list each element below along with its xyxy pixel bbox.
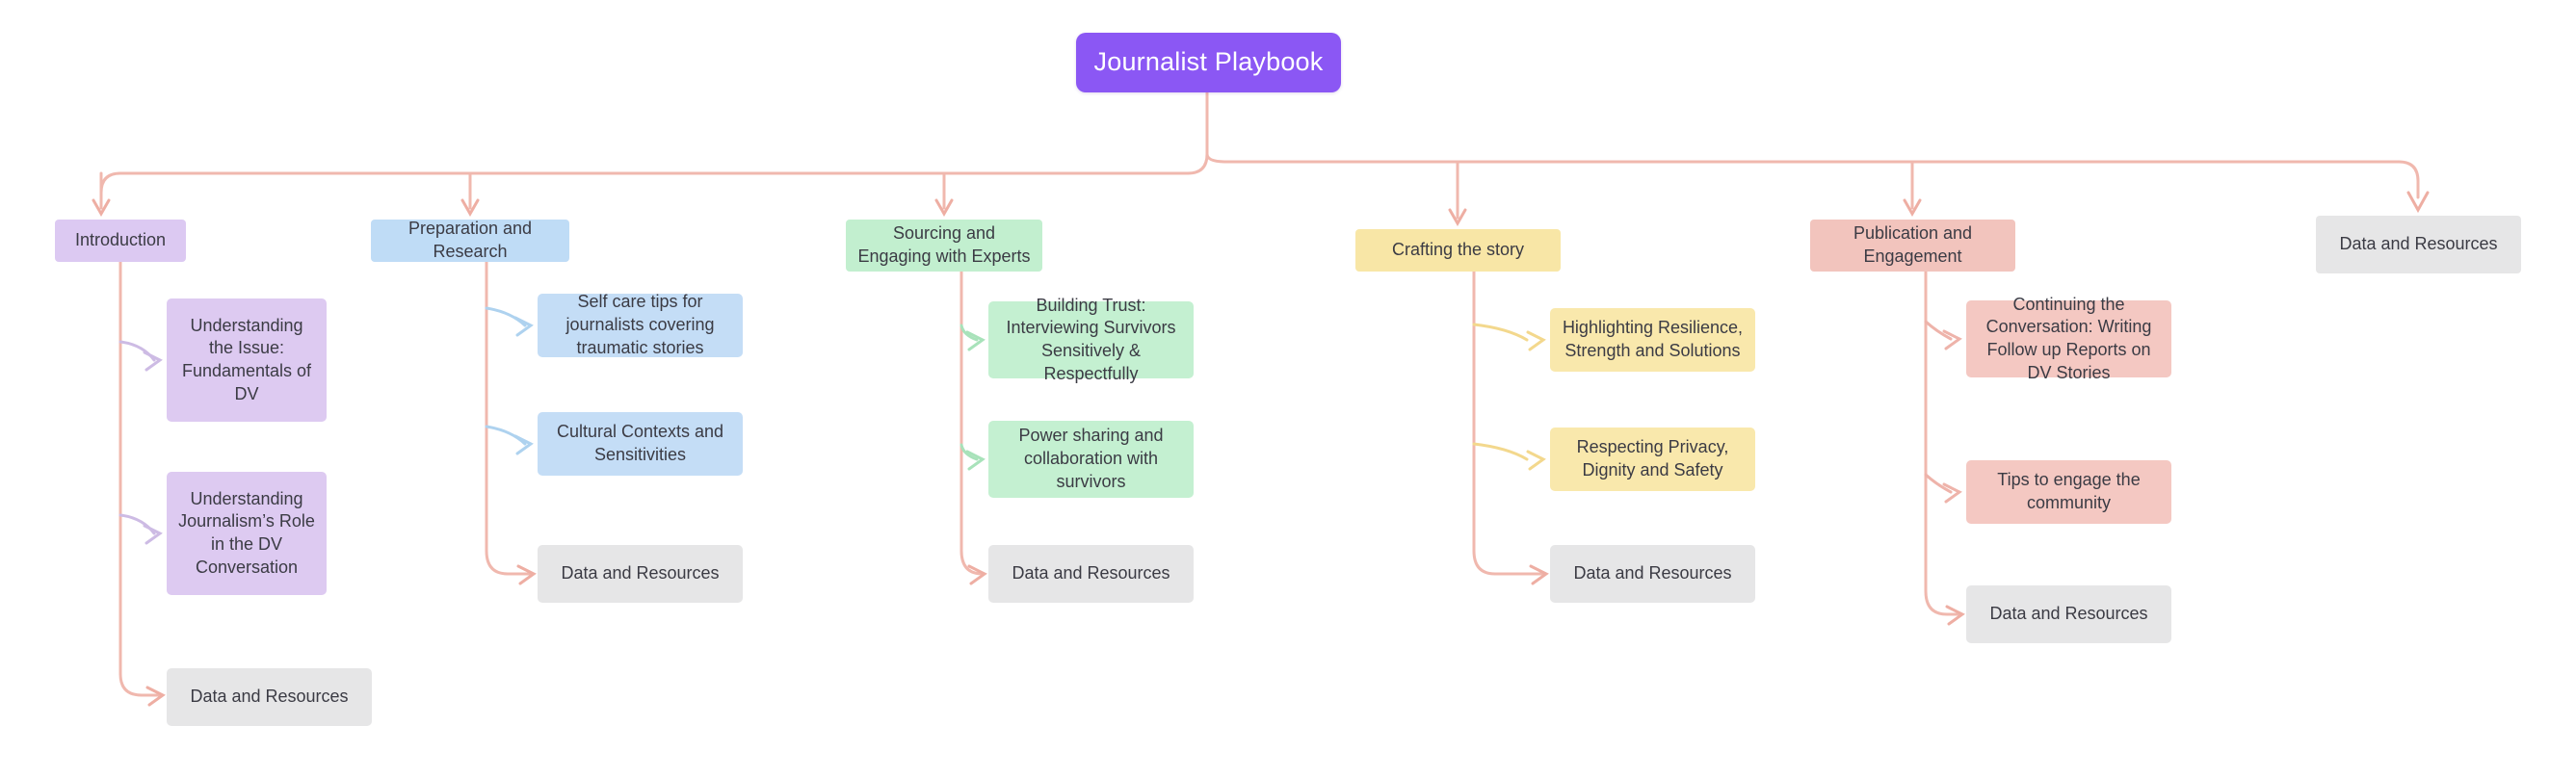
arrowhead-preparation-child-2 bbox=[513, 434, 534, 455]
arrow-publication-child-2 bbox=[1924, 473, 1953, 494]
leaf-crafting-2[interactable]: Respecting Privacy, Dignity and Safety bbox=[1550, 428, 1755, 491]
leaf-sourcing-2[interactable]: Power sharing and collaboration with sur… bbox=[988, 421, 1194, 498]
leaf-preparation-1[interactable]: Self care tips for journalists covering … bbox=[538, 292, 743, 357]
arrowhead-sourcing-child-3 bbox=[967, 564, 987, 585]
arrowhead-crafting bbox=[1448, 208, 1467, 227]
branch-crafting-the-story[interactable]: Crafting the story bbox=[1355, 229, 1561, 272]
spine-preparation bbox=[485, 260, 532, 576]
arrow-preparation-child-2 bbox=[485, 425, 527, 446]
arrowhead-publication-child-3 bbox=[1945, 605, 1965, 626]
spine-crafting bbox=[1472, 270, 1544, 576]
root-node[interactable]: Journalist Playbook bbox=[1076, 33, 1341, 92]
arrow-crafting-child-1 bbox=[1472, 323, 1529, 342]
branch-data-and-resources[interactable]: Data and Resources bbox=[2316, 216, 2521, 273]
arrowhead-sourcing bbox=[934, 198, 954, 218]
leaf-publication-2[interactable]: Tips to engage the community bbox=[1966, 460, 2171, 524]
leaf-publication-1[interactable]: Continuing the Conversation: Writing Fol… bbox=[1966, 295, 2171, 382]
leaf-preparation-2[interactable]: Cultural Contexts and Sensitivities bbox=[538, 412, 743, 476]
leaf-crafting-1[interactable]: Highlighting Resilience, Strength and So… bbox=[1550, 308, 1755, 372]
leaf-introduction-data-and-resources[interactable]: Data and Resources bbox=[167, 668, 372, 726]
arrowhead-introduction bbox=[92, 198, 111, 218]
arrow-preparation-child-1 bbox=[485, 306, 527, 327]
arrowhead-preparation-child-3 bbox=[516, 564, 537, 585]
leaf-publication-data-and-resources[interactable]: Data and Resources bbox=[1966, 585, 2171, 643]
branch-preparation-and-research[interactable]: Preparation and Research bbox=[371, 219, 569, 262]
leaf-introduction-1[interactable]: Understanding the Issue: Fundamentals of… bbox=[167, 298, 327, 422]
bus-right bbox=[1205, 152, 2420, 199]
arrow-introduction-child-1 bbox=[118, 340, 156, 362]
leaf-sourcing-data-and-resources[interactable]: Data and Resources bbox=[988, 545, 1194, 603]
branch-sourcing-and-engaging-with-experts[interactable]: Sourcing and Engaging with Experts bbox=[846, 220, 1042, 272]
arrowhead-data-and-resources bbox=[2406, 191, 2430, 214]
spine-publication bbox=[1924, 270, 1960, 616]
leaf-sourcing-1[interactable]: Building Trust: Interviewing Survivors S… bbox=[988, 296, 1194, 383]
arrow-introduction-child-2 bbox=[118, 513, 156, 535]
arrow-crafting-child-2 bbox=[1472, 442, 1529, 461]
arrowhead-introduction-child-2 bbox=[143, 524, 163, 545]
arrowhead-crafting-child-1 bbox=[1526, 330, 1546, 351]
arrowhead-crafting-child-2 bbox=[1526, 450, 1546, 471]
arrowhead-preparation-child-1 bbox=[513, 316, 534, 337]
arrow-publication-child-1 bbox=[1924, 320, 1953, 341]
arrowhead-introduction-child-1 bbox=[143, 350, 163, 372]
spine-sourcing bbox=[959, 270, 984, 576]
arrowhead-crafting-child-3 bbox=[1529, 564, 1549, 585]
arrow-sourcing-child-1 bbox=[959, 324, 979, 342]
branch-introduction[interactable]: Introduction bbox=[55, 220, 186, 262]
arrowhead-publication-child-1 bbox=[1942, 329, 1962, 350]
arrowhead-publication bbox=[1903, 198, 1922, 218]
leaf-crafting-data-and-resources[interactable]: Data and Resources bbox=[1550, 545, 1755, 603]
bus-left bbox=[99, 152, 1209, 209]
arrow-sourcing-child-2 bbox=[959, 443, 979, 461]
arrowhead-publication-child-2 bbox=[1942, 482, 1962, 504]
branch-publication-and-engagement[interactable]: Publication and Engagement bbox=[1810, 220, 2015, 272]
arrowhead-sourcing-child-2 bbox=[965, 450, 986, 471]
arrowhead-introduction-child-3 bbox=[145, 686, 166, 707]
leaf-introduction-2[interactable]: Understanding Journalism’s Role in the D… bbox=[167, 472, 327, 595]
leaf-preparation-data-and-resources[interactable]: Data and Resources bbox=[538, 545, 743, 603]
arrowhead-preparation bbox=[460, 198, 480, 218]
spine-introduction bbox=[118, 260, 161, 697]
arrowhead-sourcing-child-1 bbox=[965, 330, 986, 351]
